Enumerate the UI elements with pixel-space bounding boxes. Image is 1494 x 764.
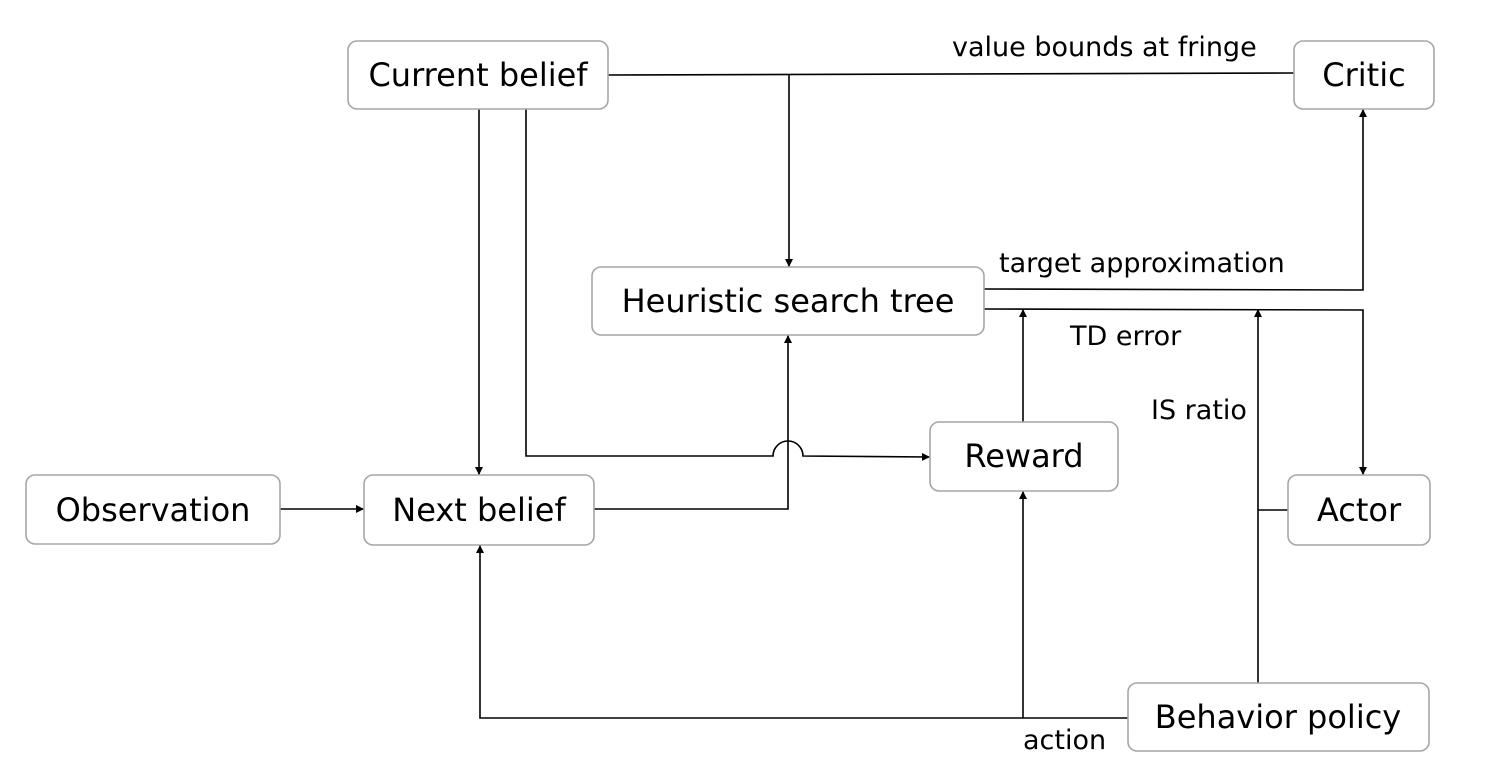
edge-search-tree-to-critic [983,109,1367,291]
node-label: Next belief [392,491,566,529]
label-action: action [1023,725,1106,756]
edge-search-tree-to-actor [983,308,1367,475]
node-behavior-policy: Behavior policy [1127,682,1430,752]
node-label: Reward [964,437,1083,475]
node-label: Observation [56,491,251,529]
node-heuristic-search-tree: Heuristic search tree [591,266,985,336]
edge-next-belief-to-search-tree [594,335,792,510]
node-critic: Critic [1293,40,1435,110]
node-label: Actor [1317,491,1402,529]
node-label: Critic [1322,56,1405,94]
label-target-approximation: target approximation [999,248,1285,279]
node-observation: Observation [25,474,281,545]
node-reward: Reward [929,421,1119,492]
edge-current-belief-critic [607,72,1295,76]
edge-current-belief-to-reward [525,109,931,461]
node-label: Heuristic search tree [622,282,955,320]
node-actor: Actor [1287,474,1431,546]
node-label: Current belief [368,56,588,94]
label-td-error: TD error [1069,321,1182,352]
node-label: Behavior policy [1155,698,1401,736]
label-value-bounds: value bounds at fringe [952,32,1257,63]
node-current-belief: Current belief [347,40,609,110]
label-is-ratio: IS ratio [1151,395,1247,426]
node-next-belief: Next belief [363,474,595,546]
edge-behavior-policy-to-next-belief [476,545,1128,719]
